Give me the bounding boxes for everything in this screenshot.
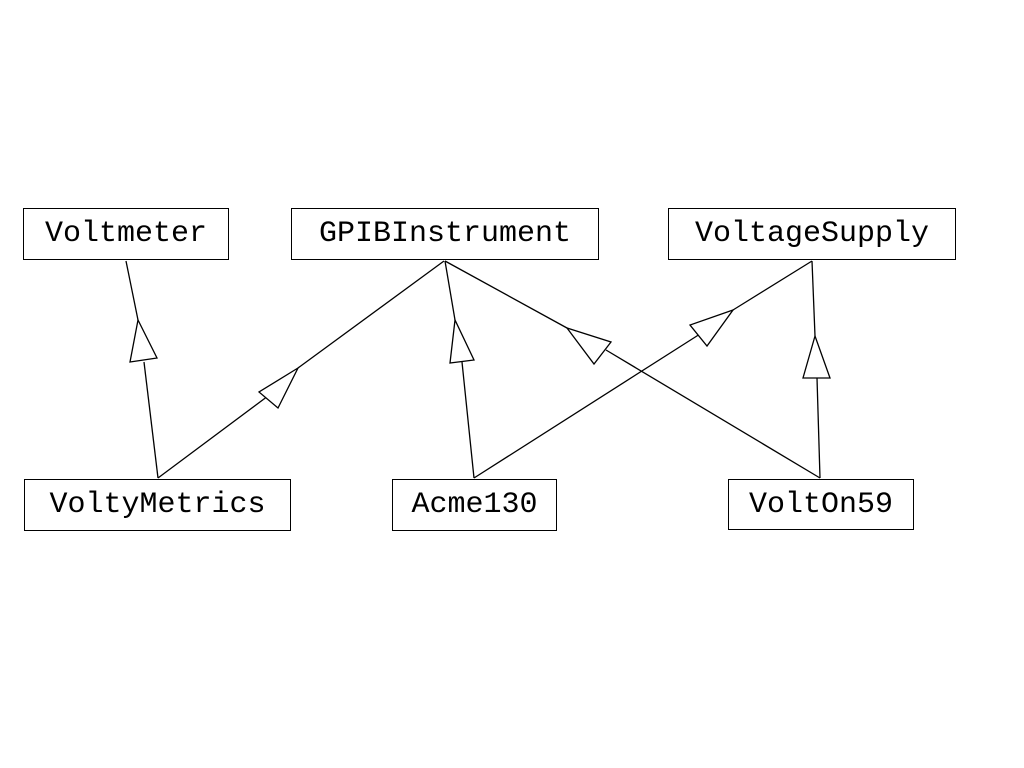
class-label-voltymetrics: VoltyMetrics: [49, 488, 266, 522]
class-label-gpibinstrument: GPIBInstrument: [318, 217, 572, 251]
class-label-voltmeter: Voltmeter: [44, 217, 208, 251]
class-box-volton59[interactable]: VoltOn59: [728, 479, 914, 530]
edge-acme130-gpib: [444, 260, 475, 479]
class-box-voltagesupply[interactable]: VoltageSupply: [668, 208, 956, 260]
class-box-gpibinstrument[interactable]: GPIBInstrument: [291, 208, 599, 260]
inheritance-arrowhead: [449, 317, 475, 364]
edge-voltymetrics-voltmeter: [125, 260, 159, 479]
class-box-acme130[interactable]: Acme130: [392, 479, 557, 531]
inheritance-arrowhead: [129, 317, 158, 363]
inheritance-arrowhead: [688, 308, 735, 348]
class-label-acme130: Acme130: [411, 488, 538, 522]
edge-acme130-voltagesupply: [473, 260, 813, 479]
edge-voltymetrics-gpib: [157, 260, 445, 479]
inheritance-arrowhead: [257, 366, 300, 410]
class-box-voltmeter[interactable]: Voltmeter: [23, 208, 229, 260]
inheritance-arrowhead: [565, 326, 613, 366]
inheritance-arrowhead: [802, 333, 831, 379]
edge-volton59-voltagesupply: [802, 260, 831, 479]
edge-volton59-gpib: [444, 260, 821, 479]
class-box-voltymetrics[interactable]: VoltyMetrics: [24, 479, 291, 531]
class-label-volton59: VoltOn59: [748, 487, 894, 522]
class-label-voltagesupply: VoltageSupply: [694, 217, 930, 251]
